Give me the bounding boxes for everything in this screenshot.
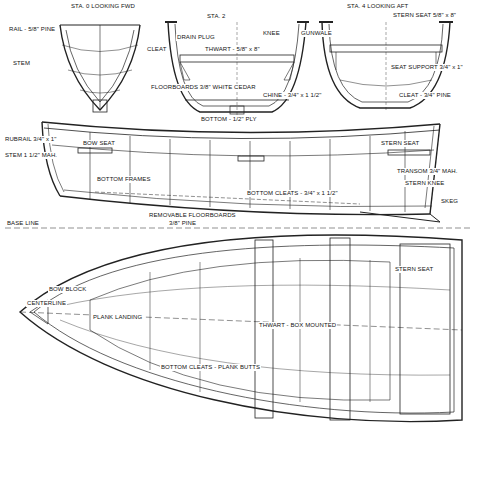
part-label: BOTTOM - 1/2" PLY <box>200 116 258 123</box>
part-label: CENTERLINE <box>26 300 67 307</box>
part-label: BASE LINE <box>6 220 40 227</box>
hull-profile <box>5 122 470 228</box>
part-label: BOTTOM CLEATS - PLANK BUTTS <box>160 364 261 371</box>
part-label: STA. 0 LOOKING FWD <box>70 3 136 10</box>
part-label: SEAT SUPPORT 3/4" x 1" <box>390 64 464 71</box>
part-label: REMOVABLE FLOORBOARDS <box>148 212 237 219</box>
bow-section <box>60 25 140 112</box>
part-label: CHINE - 3/4" x 1 1/2" <box>262 92 322 99</box>
part-label: KNEE <box>262 30 281 37</box>
part-label: 3/8" PINE <box>168 220 197 227</box>
part-label: FLOORBOARDS 3/8" WHITE CEDAR <box>150 84 257 91</box>
part-label: CLEAT - 3/4" PINE <box>398 92 452 99</box>
part-label: BOTTOM FRAMES <box>96 176 152 183</box>
part-label: SKEG <box>440 198 459 205</box>
part-label: RAIL - 5/8" PINE <box>8 26 56 33</box>
hull-plan <box>20 235 462 422</box>
part-label: TRANSOM 3/4" MAH. <box>396 168 459 175</box>
part-label: GUNWALE <box>300 30 333 37</box>
part-label: PLANK LANDING <box>92 314 143 321</box>
part-label: RUBRAIL 3/4" x 1" <box>4 136 57 143</box>
part-label: THWART - BOX MOUNTED <box>258 322 337 329</box>
part-label: STEM <box>12 60 31 67</box>
part-label: DRAIN PLUG <box>176 34 216 41</box>
part-label: CLEAT <box>146 46 167 53</box>
part-label: BOW BLOCK <box>48 286 87 293</box>
part-label: STA. 2 <box>206 13 227 20</box>
part-label: STEM 1 1/2" MAH. <box>4 152 58 159</box>
part-label: STERN SEAT <box>380 140 420 147</box>
part-label: STERN SEAT 5/8" x 8" <box>392 12 457 19</box>
part-label: STA. 4 LOOKING AFT <box>346 3 409 10</box>
part-label: STERN SEAT <box>394 266 434 273</box>
part-label: THWART - 5/8" x 8" <box>204 46 261 53</box>
midship-section <box>165 22 309 116</box>
part-label: BOTTOM CLEATS - 3/4" x 1 1/2" <box>246 190 339 197</box>
part-label: STERN KNEE <box>404 180 445 187</box>
part-label: BOW SEAT <box>82 140 116 147</box>
